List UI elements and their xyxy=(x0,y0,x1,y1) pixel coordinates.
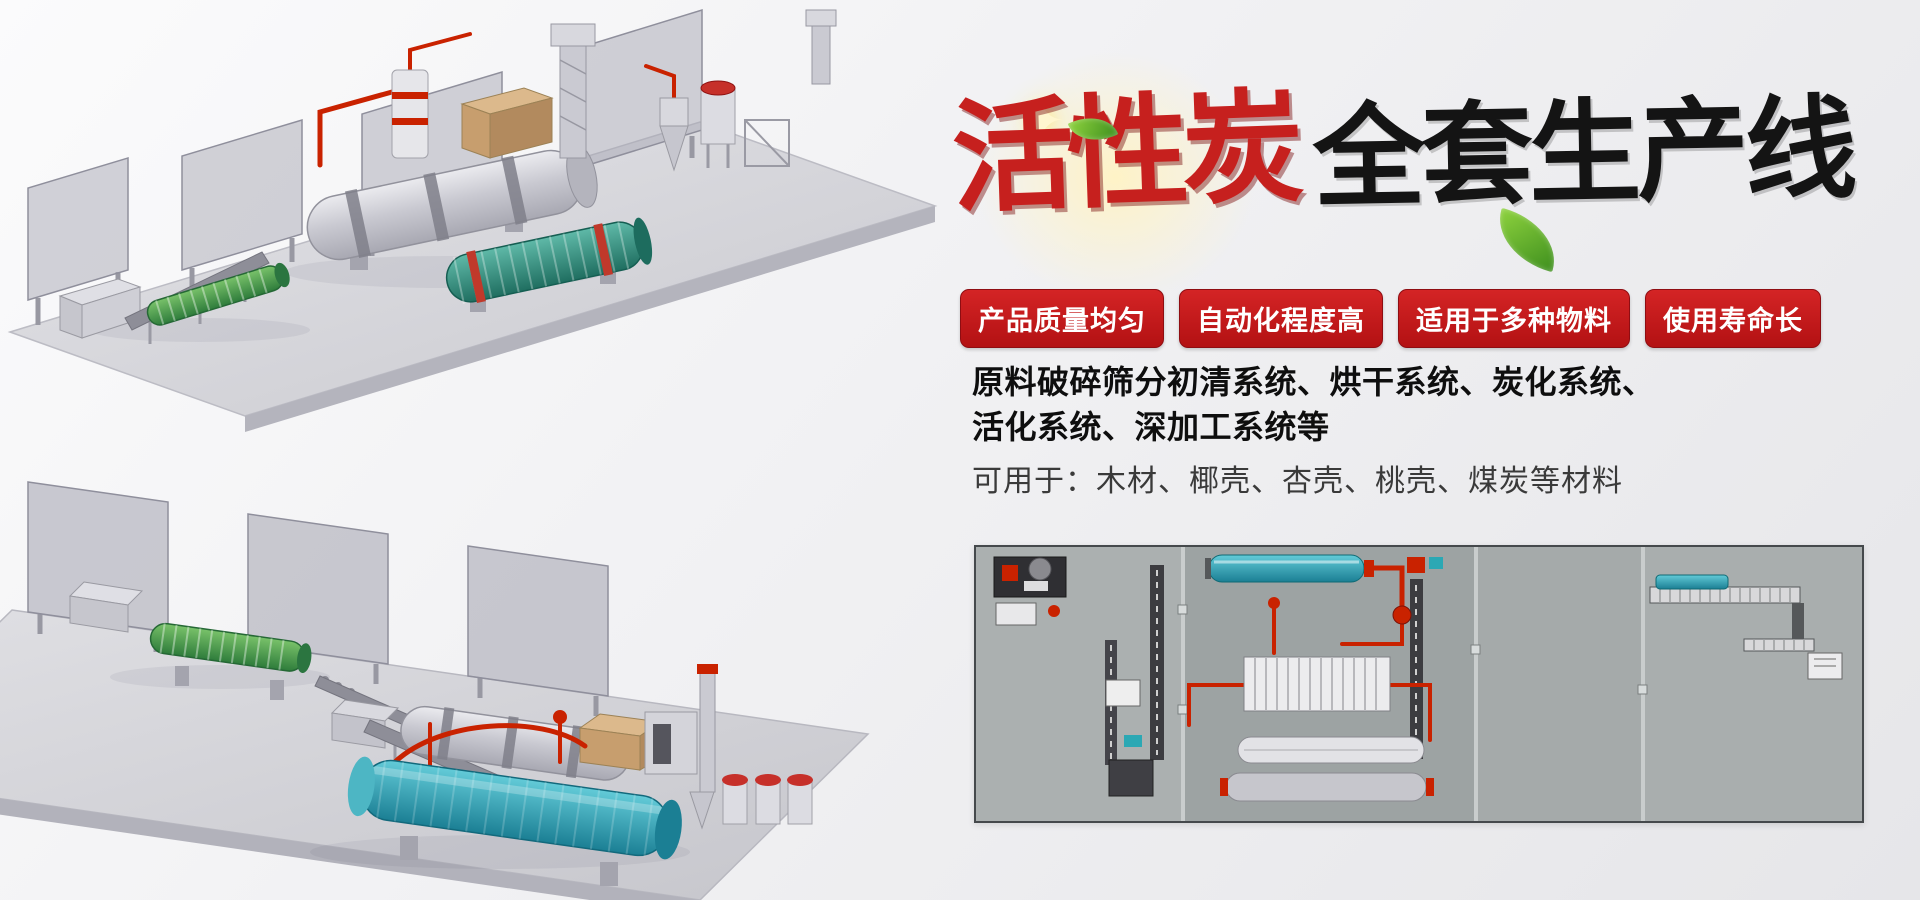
feature-badges: 产品质量均匀 自动化程度高 适用于多种物料 使用寿命长 xyxy=(960,289,1821,348)
filter-tank xyxy=(391,69,429,159)
control-cabinet xyxy=(644,711,698,775)
packing-conveyors-topview xyxy=(1649,574,1843,680)
bucket-elevator xyxy=(550,23,596,159)
crusher-unit-topview xyxy=(993,556,1067,626)
production-line-render-bottom-icon xyxy=(0,481,870,900)
red-piping-topview xyxy=(1187,565,1432,742)
system-description-line2: 活化系统、深加工系统等 xyxy=(972,409,1330,446)
cyclone-separator xyxy=(659,97,689,172)
badge-materials: 适用于多种物料 xyxy=(1398,289,1630,348)
support-frame xyxy=(744,119,790,167)
system-description: 原料破碎筛分初清系统、烘干系统、炭化系统、 活化系统、深加工系统等 xyxy=(972,360,1655,451)
pump-topview xyxy=(1392,605,1412,625)
title-black-text: 全套生产线 xyxy=(1311,88,1855,222)
materials-description: 可用于：木材、椰壳、杏壳、桃壳、煤炭等材料 xyxy=(972,465,1623,498)
red-piping xyxy=(317,32,676,168)
title-red-text: 活性炭 xyxy=(949,81,1300,228)
drums-topview xyxy=(1220,736,1434,802)
main-title: 活性炭 全套生产线 xyxy=(950,81,1854,228)
badge-quality: 产品质量均匀 xyxy=(960,289,1164,348)
rotary-dryer-drum xyxy=(400,705,630,781)
teal-drum-topview xyxy=(1205,554,1443,583)
pipe-pump xyxy=(553,710,567,724)
heat-exchanger-topview xyxy=(1243,656,1391,712)
aux-units-topview xyxy=(1105,679,1154,797)
feed-hopper xyxy=(68,581,144,633)
badge-automation: 自动化程度高 xyxy=(1179,289,1383,348)
furnace-box xyxy=(460,87,554,159)
activation-drum xyxy=(347,756,682,860)
conveyor-lines xyxy=(1105,565,1423,765)
pipe-joint xyxy=(1268,597,1280,609)
screening-drum xyxy=(149,622,312,674)
production-line-render-top-icon xyxy=(7,8,938,432)
carbonization-drum xyxy=(445,217,653,304)
far-elevator xyxy=(805,9,837,85)
plant-layout-diagram-icon xyxy=(974,545,1864,823)
rotary-dryer-drum xyxy=(306,143,598,261)
storage-tanks xyxy=(689,774,813,830)
screening-drum xyxy=(146,262,290,326)
system-description-line1: 原料破碎筛分初清系统、烘干系统、炭化系统、 xyxy=(972,364,1655,400)
title-glow xyxy=(975,52,1255,302)
sparkle-icon: ✦ xyxy=(1018,89,1065,152)
crusher-hopper xyxy=(58,278,142,339)
storage-tank xyxy=(700,80,736,168)
plant-layout-diagram xyxy=(974,545,1864,823)
badge-lifespan: 使用寿命长 xyxy=(1645,289,1821,348)
process-column xyxy=(697,664,718,793)
